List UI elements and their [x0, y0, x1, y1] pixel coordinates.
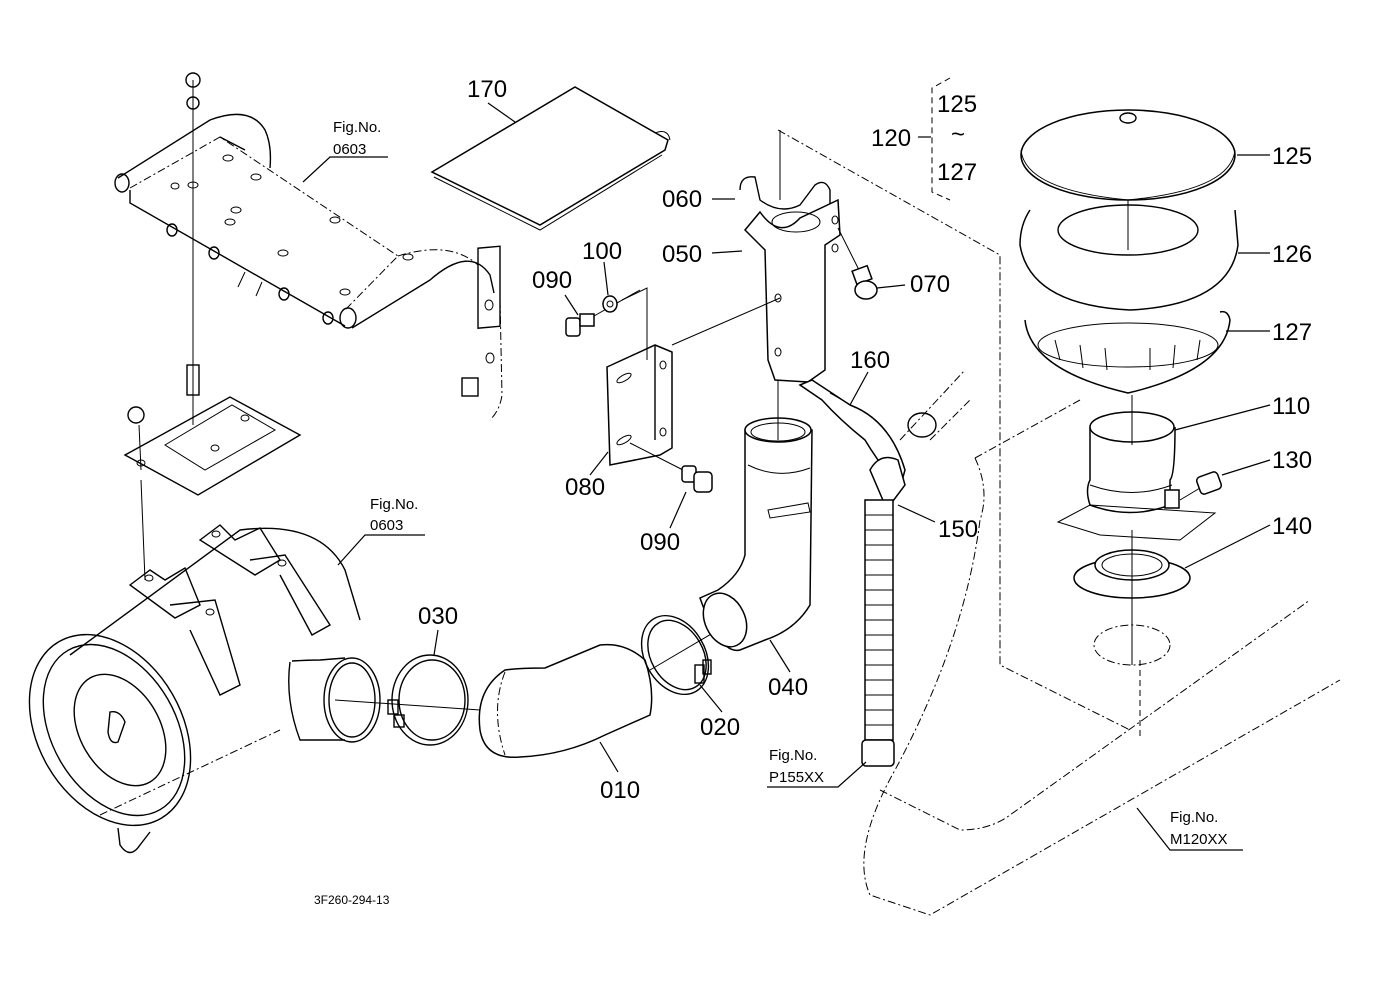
- part-090-bolt-lower[interactable]: [629, 442, 713, 493]
- part-126-dust-cup[interactable]: [1019, 200, 1239, 311]
- leader-160: [849, 371, 869, 406]
- leader-090-upper: [564, 294, 579, 316]
- mounting-plate[interactable]: [123, 396, 302, 496]
- leader-fig-0603-top: [302, 156, 388, 183]
- part-040-elbow-pipe[interactable]: [695, 417, 813, 654]
- leader-170: [487, 102, 516, 123]
- leader-080: [589, 451, 609, 476]
- callout-120-range-end: 127: [937, 159, 977, 186]
- mounting-bracket-frame[interactable]: [114, 113, 503, 421]
- engine-base-outline: [777, 129, 1341, 916]
- leader-020: [699, 684, 723, 713]
- callout-090-upper[interactable]: 090: [532, 267, 572, 294]
- drawing-code: 3F260-294-13: [314, 893, 390, 907]
- part-050-060-pipe-support[interactable]: [739, 130, 841, 383]
- fig-ref-0603-mid-label: Fig.No.: [370, 496, 418, 513]
- leader-140: [1184, 524, 1271, 569]
- callout-140[interactable]: 140: [1272, 513, 1312, 540]
- callout-120-range-start: 125: [937, 91, 977, 118]
- part-100-washer[interactable]: [602, 295, 618, 313]
- part-125-cover[interactable]: [1020, 109, 1236, 201]
- callout-060[interactable]: 060: [662, 186, 702, 213]
- leader-150: [897, 504, 936, 523]
- leader-110: [1174, 404, 1271, 431]
- leader-070: [876, 284, 906, 289]
- callout-group-120: [918, 77, 951, 201]
- part-130-bolt[interactable]: [1179, 471, 1223, 501]
- leader-fig-0603-mid: [337, 534, 425, 566]
- callout-160[interactable]: 160: [850, 347, 890, 374]
- part-030-hose-clamp[interactable]: [387, 654, 469, 746]
- part-080-angle-bracket[interactable]: [606, 297, 781, 466]
- leader-090-lower: [669, 491, 687, 529]
- fig-ref-m120xx-number[interactable]: M120XX: [1170, 831, 1228, 848]
- callout-100[interactable]: 100: [582, 238, 622, 265]
- callout-125[interactable]: 125: [1272, 143, 1312, 170]
- leader-130: [1221, 459, 1271, 476]
- leader-100: [603, 261, 609, 296]
- mounting-plate-outline: [1056, 504, 1217, 541]
- callout-130[interactable]: 130: [1272, 447, 1312, 474]
- callout-150[interactable]: 150: [938, 516, 978, 543]
- callout-170[interactable]: 170: [467, 76, 507, 103]
- callout-090-lower[interactable]: 090: [640, 529, 680, 556]
- callout-040[interactable]: 040: [768, 674, 808, 701]
- callout-070[interactable]: 070: [910, 271, 950, 298]
- callout-080[interactable]: 080: [565, 474, 605, 501]
- fig-ref-0603-top-label: Fig.No.: [333, 119, 381, 136]
- fig-ref-p155xx-label: Fig.No.: [769, 747, 817, 764]
- part-070-bolt[interactable]: [837, 227, 878, 300]
- air-cleaner-housing[interactable]: [0, 524, 381, 854]
- bolt-stack: [127, 72, 201, 581]
- fig-ref-0603-top-number[interactable]: 0603: [333, 141, 366, 158]
- part-170-sheet[interactable]: [430, 86, 671, 231]
- leader-030: [433, 629, 439, 656]
- callout-110[interactable]: 110: [1272, 393, 1310, 420]
- callout-120[interactable]: 120: [871, 125, 911, 152]
- fig-ref-0603-mid-number[interactable]: 0603: [370, 517, 403, 534]
- leader-fig-m120xx: [1136, 807, 1243, 851]
- part-110-adapter[interactable]: [1086, 395, 1180, 514]
- callout-126[interactable]: 126: [1272, 241, 1312, 268]
- fig-ref-p155xx-number[interactable]: P155XX: [769, 769, 824, 786]
- leader-fig-p155xx: [767, 761, 867, 788]
- part-150-vacuator-hose[interactable]: [861, 369, 971, 767]
- fig-ref-m120xx-label: Fig.No.: [1170, 809, 1218, 826]
- leader-010: [599, 741, 619, 773]
- callout-020[interactable]: 020: [700, 714, 740, 741]
- callout-010[interactable]: 010: [600, 777, 640, 804]
- part-127-baffle[interactable]: [1024, 310, 1231, 394]
- part-140-flange[interactable]: [1073, 530, 1191, 666]
- callout-030[interactable]: 030: [418, 603, 458, 630]
- leader-050: [711, 250, 743, 254]
- callout-127[interactable]: 127: [1272, 319, 1312, 346]
- leader-040: [769, 639, 791, 673]
- callout-120-range-sep: ~: [951, 121, 965, 148]
- part-010-intake-hose[interactable]: [478, 643, 653, 758]
- callout-050[interactable]: 050: [662, 241, 702, 268]
